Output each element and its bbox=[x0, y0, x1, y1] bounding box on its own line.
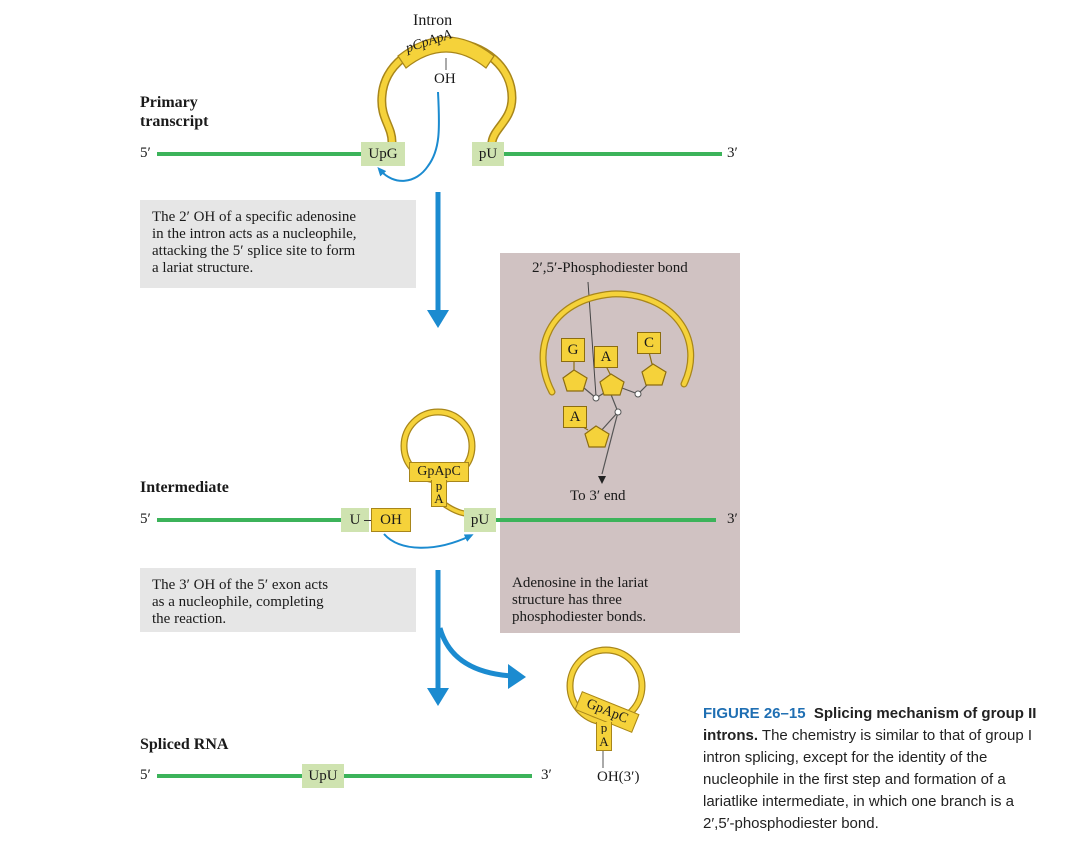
intermediate-label: Intermediate bbox=[140, 479, 229, 496]
phosphate-dot-2 bbox=[634, 390, 642, 398]
to-3-end-arrow bbox=[598, 476, 606, 484]
mid-lariat-a: A bbox=[431, 492, 447, 507]
sugar-a-lower bbox=[584, 425, 610, 448]
bottom-three-prime: 3′ bbox=[541, 767, 552, 783]
figure-title: Splicing mechanism of group II introns. bbox=[703, 705, 1037, 744]
sugar-g bbox=[562, 369, 588, 392]
mid-oh-chip: OH bbox=[371, 508, 411, 532]
inset-note: Adenosine in the lariat structure has th… bbox=[512, 575, 648, 626]
mid-u-oh-bond bbox=[364, 520, 374, 521]
mid-right-exon-chip: pU bbox=[464, 508, 496, 532]
figure-caption: FIGURE 26–15 Splicing mechanism of group… bbox=[703, 703, 1048, 835]
inset-note-line: structure has three bbox=[512, 592, 622, 608]
step2-note-line: The 3′ OH of the 5′ exon acts bbox=[152, 577, 329, 593]
figure-caption-text: The chemistry is similar to that of grou… bbox=[703, 727, 1033, 832]
step1-note-line: attacking the 5′ splice site to form bbox=[152, 243, 356, 259]
attack-arrow-2 bbox=[383, 533, 474, 549]
phosphate-dot-1 bbox=[592, 394, 600, 402]
nucleotide-a-lower-box: A bbox=[563, 406, 587, 428]
sugar-c bbox=[641, 363, 667, 386]
step-arrow-branch bbox=[437, 627, 513, 679]
phosphate-dot-3 bbox=[614, 408, 622, 416]
mid-lariat-seq-box: GpApC bbox=[409, 462, 469, 482]
to-3-end-label: To 3′ end bbox=[570, 488, 626, 504]
nucleotide-c-box: C bbox=[637, 332, 661, 354]
step1-note-line: The 2′ OH of a specific adenosine bbox=[152, 209, 357, 225]
step1-note-line: a lariat structure. bbox=[152, 260, 254, 276]
mid-five-prime: 5′ bbox=[140, 511, 151, 527]
step2-note-line: as a nucleophile, completing bbox=[152, 594, 324, 610]
attack-arrow-1 bbox=[377, 91, 440, 182]
top-five-prime: 5′ bbox=[140, 145, 151, 161]
bottom-five-prime: 5′ bbox=[140, 767, 151, 783]
figure-number: FIGURE 26–15 bbox=[703, 705, 806, 722]
top-right-exon-chip: pU bbox=[472, 142, 504, 166]
mid-three-prime: 3′ bbox=[727, 511, 738, 527]
sugar-a-branch bbox=[599, 373, 625, 396]
inset-note-line: phosphodiester bonds. bbox=[512, 609, 647, 625]
inset-note-line: Adenosine in the lariat bbox=[512, 575, 649, 591]
top-left-exon-chip: UpG bbox=[361, 142, 405, 166]
step2-note-line: the reaction. bbox=[152, 611, 227, 627]
released-lariat-a: A bbox=[596, 734, 612, 751]
mid-lariat-p: p bbox=[431, 479, 447, 492]
top-three-prime: 3′ bbox=[727, 145, 738, 161]
intron-oh-label: OH bbox=[434, 71, 456, 87]
inset-panel bbox=[500, 253, 740, 633]
intron-label: Intron bbox=[413, 12, 453, 29]
released-lariat-p: p bbox=[596, 721, 612, 734]
nucleotide-g-box: G bbox=[561, 338, 585, 362]
inset-bond-label: 2′,5′-Phosphodiester bond bbox=[532, 260, 688, 276]
step1-note: The 2′ OH of a specific adenosine in the… bbox=[140, 200, 416, 288]
step2-note: The 3′ OH of the 5′ exon acts as a nucle… bbox=[140, 568, 416, 632]
released-oh3-label: OH(3′) bbox=[597, 769, 640, 785]
nucleotide-a-box: A bbox=[594, 346, 618, 368]
primary-transcript-line1: Primary bbox=[140, 94, 198, 111]
spliced-rna-label: Spliced RNA bbox=[140, 736, 229, 753]
primary-transcript-label: Primary transcript bbox=[140, 93, 208, 131]
primary-transcript-line2: transcript bbox=[140, 113, 209, 130]
intron-arc-band bbox=[397, 36, 495, 69]
spliced-exon-chip: UpU bbox=[302, 764, 344, 788]
step1-note-line: in the intron acts as a nucleophile, bbox=[152, 226, 357, 242]
